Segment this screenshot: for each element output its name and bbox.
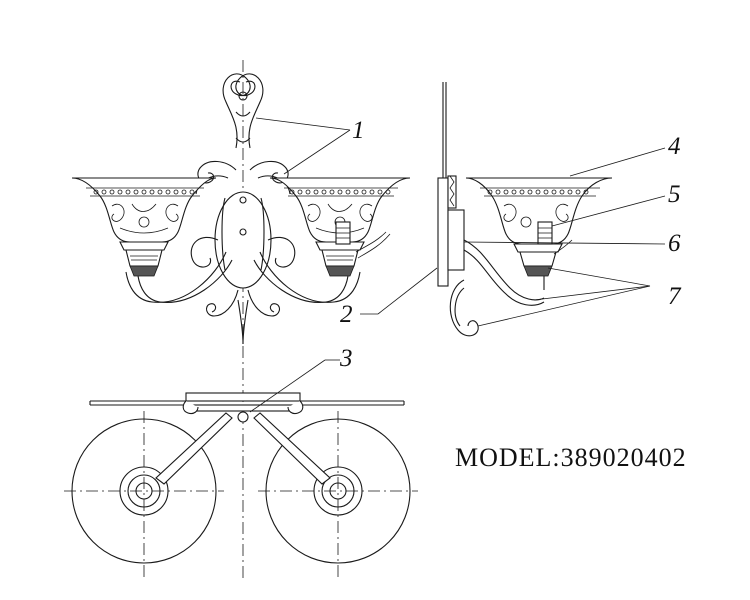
- left-glass-shade: [71, 177, 217, 277]
- callout-5: 5: [668, 181, 681, 208]
- right-glass-shade: [269, 177, 411, 277]
- top-view: [64, 359, 418, 580]
- side-view: [437, 82, 666, 337]
- top-scroll-ornament: [222, 73, 264, 149]
- callout-3: 3: [339, 345, 353, 372]
- callout-7: 7: [668, 283, 682, 310]
- backplate: [214, 191, 272, 289]
- callout-1: 1: [352, 117, 365, 144]
- model-label: MODEL:389020402: [455, 443, 687, 472]
- callout-6: 6: [668, 230, 681, 257]
- front-view: [71, 60, 438, 580]
- wall-plate: [437, 177, 449, 287]
- callout-4: 4: [668, 133, 681, 160]
- callout-2: 2: [340, 301, 353, 328]
- side-glass-shade: [465, 177, 613, 277]
